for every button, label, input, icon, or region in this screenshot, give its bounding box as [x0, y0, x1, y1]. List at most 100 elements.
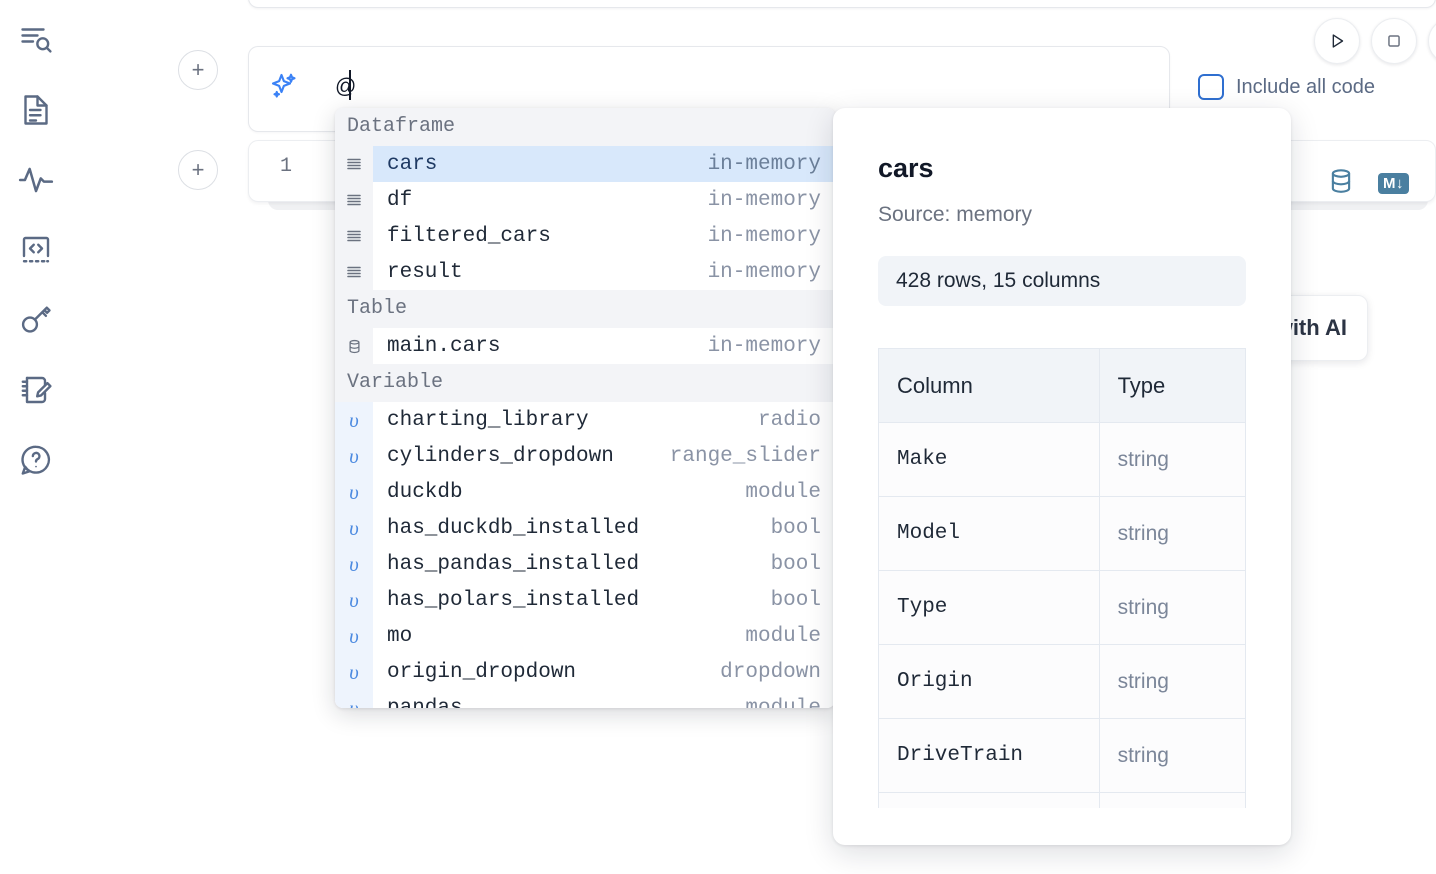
autocomplete-item-name: charting_library: [387, 408, 589, 432]
autocomplete-item-name: mo: [387, 624, 413, 648]
dataframe-preview-panel: cars Source: memory 428 rows, 15 columns…: [833, 108, 1291, 845]
autocomplete-item-name: duckdb: [387, 480, 463, 504]
database-icon[interactable]: [1326, 166, 1356, 201]
autocomplete-item[interactable]: υ pandas module: [335, 690, 835, 708]
preview-stats-badge: 428 rows, 15 columns: [878, 256, 1246, 306]
table-database-icon: [335, 328, 373, 364]
sparkles-icon: [269, 71, 299, 101]
autocomplete-item-meta: in-memory: [707, 334, 821, 358]
autocomplete-item-name: has_pandas_installed: [387, 552, 640, 576]
autocomplete-item-name: origin_dropdown: [387, 660, 577, 684]
autocomplete-group-header: Variable: [335, 364, 835, 402]
autocomplete-item-meta: module: [745, 696, 821, 709]
autocomplete-item[interactable]: υ has_polars_installed bool: [335, 582, 835, 618]
autocomplete-item-meta: bool: [770, 516, 821, 540]
code-snippet-icon[interactable]: [14, 228, 58, 272]
preview-table-header-row: Column Type: [878, 348, 1247, 423]
autocomplete-item-meta: module: [745, 480, 821, 504]
preview-table-row: MSRPnumber: [878, 792, 1247, 808]
autocomplete-item-name: cars: [387, 152, 438, 176]
variable-icon: υ: [335, 690, 373, 708]
autocomplete-item-meta: in-memory: [707, 152, 821, 176]
cell-above-clipped: [248, 0, 1436, 8]
variable-icon: υ: [335, 654, 373, 690]
autocomplete-item-meta: bool: [770, 552, 821, 576]
autocomplete-item[interactable]: df in-memory: [335, 182, 835, 218]
document-icon[interactable]: [14, 88, 58, 132]
preview-cell-type: number: [1098, 792, 1247, 808]
preview-header-type: Type: [1098, 348, 1247, 423]
autocomplete-item[interactable]: result in-memory: [335, 254, 835, 290]
autocomplete-item-meta: bool: [770, 588, 821, 612]
include-all-code-row[interactable]: Include all code: [1198, 74, 1375, 100]
autocomplete-item-meta: module: [745, 624, 821, 648]
include-all-code-checkbox[interactable]: [1198, 74, 1224, 100]
preview-cell-column: MSRP: [878, 792, 1100, 808]
more-actions-button[interactable]: [1428, 18, 1436, 64]
autocomplete-item-name: has_polars_installed: [387, 588, 640, 612]
markdown-icon[interactable]: M↓: [1378, 172, 1409, 195]
autocomplete-item-name: main.cars: [387, 334, 501, 358]
autocomplete-item[interactable]: υ origin_dropdown dropdown: [335, 654, 835, 690]
add-cell-label-top: +: [191, 57, 205, 82]
preview-source: Source: memory: [878, 203, 1033, 226]
preview-title: cars: [878, 153, 934, 183]
stop-button[interactable]: [1371, 18, 1417, 64]
dataframe-icon: [335, 254, 373, 290]
autocomplete-item-name: df: [387, 188, 413, 212]
autocomplete-item[interactable]: υ cylinders_dropdown range_slider: [335, 438, 835, 474]
preview-cell-column: Origin: [878, 644, 1100, 719]
autocomplete-item-meta: in-memory: [707, 260, 821, 284]
autocomplete-item-meta: dropdown: [720, 660, 821, 684]
autocomplete-item[interactable]: υ has_pandas_installed bool: [335, 546, 835, 582]
include-all-code-label: Include all code: [1236, 75, 1375, 98]
variable-icon: υ: [335, 438, 373, 474]
run-button[interactable]: [1314, 18, 1360, 64]
preview-cell-type: string: [1098, 570, 1247, 645]
autocomplete-item-meta: in-memory: [707, 224, 821, 248]
preview-cell-type: string: [1098, 718, 1247, 793]
variable-icon: υ: [335, 582, 373, 618]
scratchpad-edit-icon[interactable]: [14, 368, 58, 412]
add-cell-button-top[interactable]: +: [178, 50, 218, 90]
autocomplete-item-name: pandas: [387, 696, 463, 709]
help-chat-icon[interactable]: [14, 438, 58, 482]
preview-cell-column: Model: [878, 496, 1100, 571]
preview-cell-column: Make: [878, 422, 1100, 497]
autocomplete-group-header: Dataframe: [335, 108, 835, 146]
preview-cell-column: DriveTrain: [878, 718, 1100, 793]
ai-prompt-input[interactable]: [335, 73, 1135, 101]
preview-cell-type: string: [1098, 422, 1247, 497]
dataframe-icon: [335, 182, 373, 218]
autocomplete-item-meta: in-memory: [707, 188, 821, 212]
variable-icon: υ: [335, 546, 373, 582]
activity-pulse-icon[interactable]: [14, 158, 58, 202]
code-cell-icon-group: M↓: [1326, 166, 1409, 201]
autocomplete-item-meta: radio: [757, 408, 821, 432]
autocomplete-item[interactable]: cars in-memory: [335, 146, 835, 182]
autocomplete-item-meta: range_slider: [669, 444, 821, 468]
variable-icon: υ: [335, 618, 373, 654]
autocomplete-item[interactable]: main.cars in-memory: [335, 328, 835, 364]
left-icon-rail: [0, 0, 72, 874]
autocomplete-item-name: cylinders_dropdown: [387, 444, 614, 468]
text-cursor: [349, 70, 351, 100]
variable-icon: υ: [335, 474, 373, 510]
file-explorer-search-icon[interactable]: [14, 18, 58, 62]
autocomplete-item-name: result: [387, 260, 463, 284]
code-line-number: 1: [279, 155, 292, 178]
key-icon[interactable]: [14, 298, 58, 342]
autocomplete-item-name: has_duckdb_installed: [387, 516, 640, 540]
add-cell-button-bottom[interactable]: +: [178, 150, 218, 190]
